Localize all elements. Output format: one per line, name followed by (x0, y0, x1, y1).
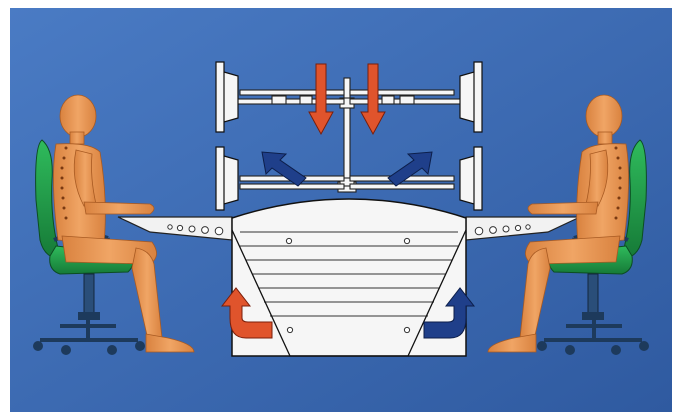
diagram-frame (0, 0, 682, 420)
ergonomic-workstation-diagram (0, 0, 682, 420)
